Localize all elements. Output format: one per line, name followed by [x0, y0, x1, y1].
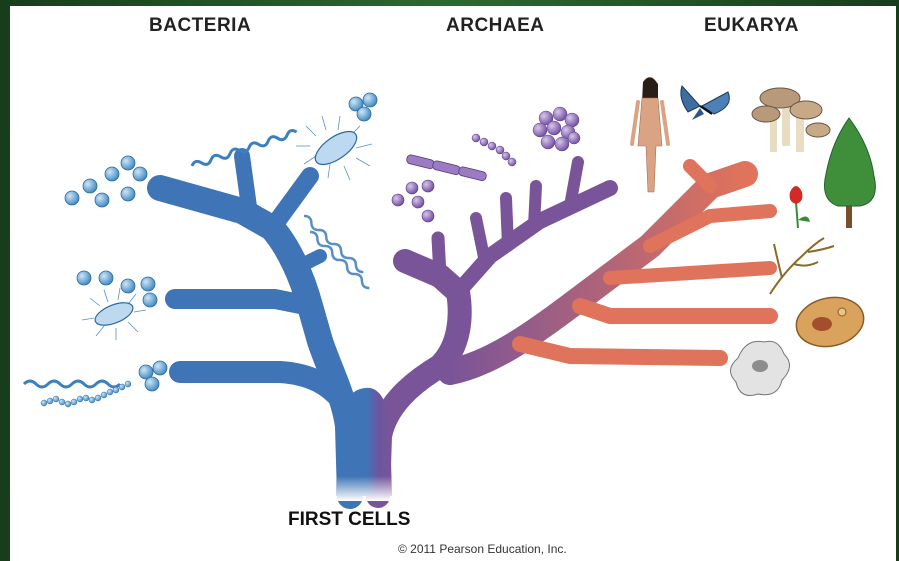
- algae-icon: [770, 238, 834, 294]
- domain-label-bacteria: BACTERIA: [149, 15, 251, 37]
- copyright-notice: © 2011 Pearson Education, Inc.: [398, 542, 567, 556]
- protist-icon: [792, 291, 868, 352]
- diplococci-icon: [349, 93, 377, 121]
- archaea-cluster-icon: [533, 107, 580, 151]
- amoeba-icon: [730, 341, 789, 395]
- mushroom-icon: [752, 88, 830, 152]
- domain-label-archaea: ARCHAEA: [446, 15, 545, 37]
- spirillum-icon: [24, 381, 120, 387]
- cocci-cluster-icon: [65, 156, 147, 207]
- archaea-organisms: [392, 107, 580, 222]
- archaea-strepto-icon: [472, 134, 516, 166]
- eukarya-branch: [450, 166, 770, 372]
- domain-label-eukarya: EUKARYA: [704, 15, 799, 37]
- flower-icon: [790, 186, 810, 228]
- human-icon: [632, 77, 668, 192]
- tree-icon: [825, 118, 876, 228]
- cocci-bottom-icon: [139, 361, 167, 391]
- rod-bacterium-icon: [82, 288, 146, 340]
- archaea-cocci-icon: [392, 180, 434, 222]
- tree-of-life-diagram: [10, 6, 896, 561]
- butterfly-icon: [681, 86, 730, 120]
- archaea-chain-icon: [406, 154, 487, 182]
- archaea-branch: [378, 162, 610, 496]
- bacteria-branch: [160, 156, 350, 496]
- diagram-panel: BACTERIA ARCHAEA EUKARYA FIRST CELLS © 2…: [10, 6, 896, 561]
- cocci-group-icon: [77, 271, 157, 307]
- trunk-base-fade: [320, 476, 410, 501]
- root-label: FIRST CELLS: [288, 509, 410, 531]
